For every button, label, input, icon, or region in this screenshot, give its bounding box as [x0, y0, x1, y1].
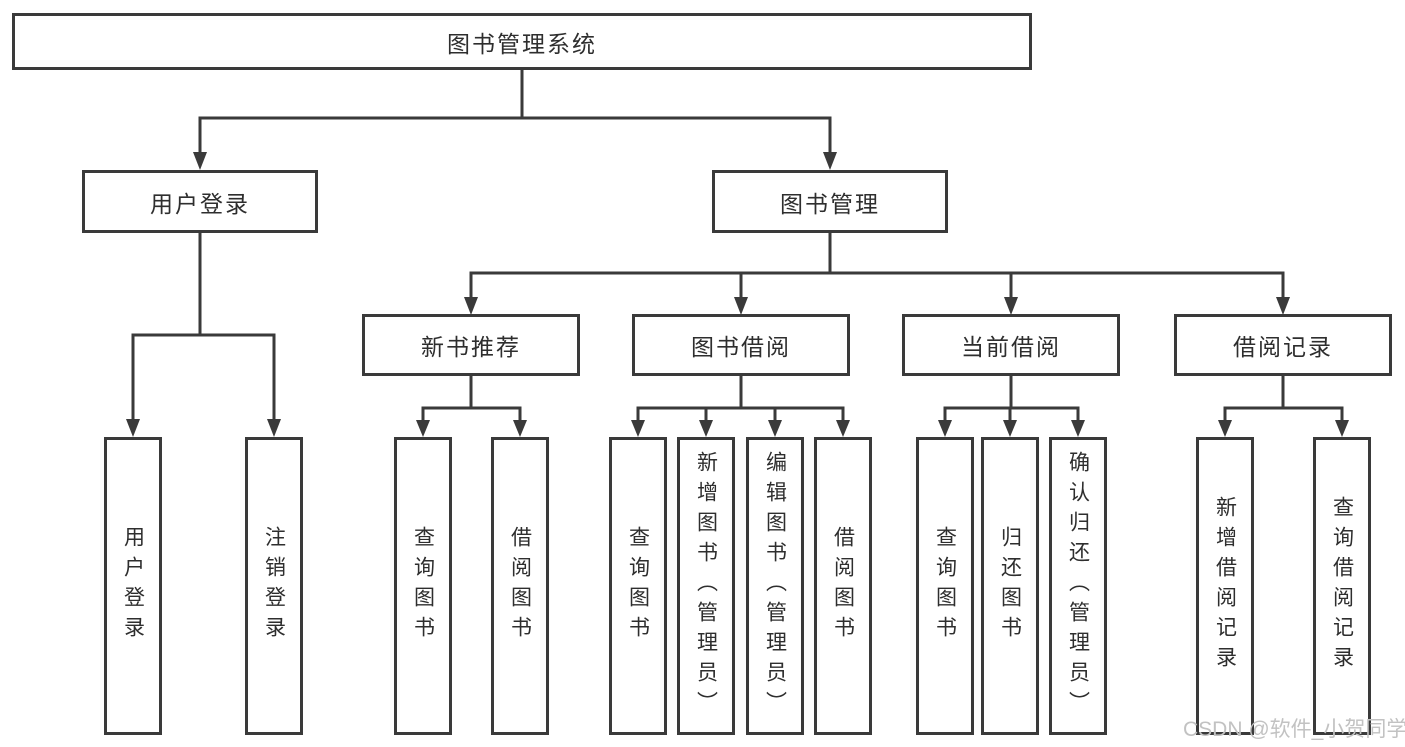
leaf-borrow-books-recommend: 借阅图书 — [491, 437, 549, 735]
arrow-down-icon — [1071, 420, 1085, 437]
arrow-down-icon — [1004, 297, 1018, 315]
leaf-query-books-current: 查询图书 — [916, 437, 974, 735]
leaf-borrow-books-borrowing: 借阅图书 — [814, 437, 872, 735]
node-library-management-system: 图书管理系统 — [12, 13, 1032, 70]
node-label: 图书借阅 — [691, 334, 791, 360]
leaf-query-books-borrowing: 查询图书 — [609, 437, 667, 735]
arrow-down-icon — [1003, 420, 1017, 437]
leaf-label: 确认归还（管理员） — [1066, 451, 1090, 721]
node-label: 借阅记录 — [1233, 334, 1333, 360]
arrow-down-icon — [1276, 297, 1290, 315]
node-label: 用户登录 — [150, 190, 250, 217]
leaf-label: 查询借阅记录 — [1330, 496, 1354, 676]
leaf-label: 借阅图书 — [508, 526, 532, 646]
node-label: 当前借阅 — [961, 334, 1061, 360]
leaf-label: 归还图书 — [998, 526, 1022, 646]
arrow-down-icon — [1335, 420, 1349, 437]
arrow-down-icon — [631, 420, 645, 437]
leaf-logout: 注销登录 — [245, 437, 303, 735]
node-label: 图书管理 — [780, 190, 880, 217]
arrow-down-icon — [768, 420, 782, 437]
leaf-query-borrow-record: 查询借阅记录 — [1313, 437, 1371, 735]
leaf-label: 查询图书 — [626, 526, 650, 646]
leaf-label: 用户登录 — [121, 526, 145, 646]
node-borrowing-records: 借阅记录 — [1174, 314, 1392, 376]
leaf-return-books: 归还图书 — [981, 437, 1039, 735]
arrow-down-icon — [734, 297, 748, 315]
leaf-label: 编辑图书（管理员） — [763, 451, 787, 721]
arrow-down-icon — [1218, 420, 1232, 437]
leaf-label: 新增图书（管理员） — [694, 451, 718, 721]
node-label: 图书管理系统 — [447, 30, 597, 57]
leaf-query-books-recommend: 查询图书 — [394, 437, 452, 735]
arrow-down-icon — [699, 420, 713, 437]
leaf-add-books-admin: 新增图书（管理员） — [677, 437, 735, 735]
leaf-label: 查询图书 — [411, 526, 435, 646]
arrow-down-icon — [464, 297, 478, 315]
node-label: 新书推荐 — [421, 334, 521, 360]
arrow-down-icon — [126, 419, 140, 437]
arrow-down-icon — [938, 420, 952, 437]
arrow-down-icon — [836, 420, 850, 437]
node-new-book-recommendation: 新书推荐 — [362, 314, 580, 376]
leaf-label: 新增借阅记录 — [1213, 496, 1237, 676]
arrow-down-icon — [416, 420, 430, 437]
leaf-confirm-return-admin: 确认归还（管理员） — [1049, 437, 1107, 735]
leaf-user-login: 用户登录 — [104, 437, 162, 735]
node-book-borrowing: 图书借阅 — [632, 314, 850, 376]
arrowheads — [126, 152, 1349, 437]
arrow-down-icon — [823, 152, 837, 170]
node-current-borrowing: 当前借阅 — [902, 314, 1120, 376]
arrow-down-icon — [193, 152, 207, 170]
csdn-watermark: CSDN @软件_小贺同学 — [1183, 718, 1405, 741]
leaf-edit-books-admin: 编辑图书（管理员） — [746, 437, 804, 735]
node-book-management: 图书管理 — [712, 170, 948, 233]
node-user-login: 用户登录 — [82, 170, 318, 233]
leaf-label: 借阅图书 — [831, 526, 855, 646]
arrow-down-icon — [267, 419, 281, 437]
leaf-label: 查询图书 — [933, 526, 957, 646]
arrow-down-icon — [513, 420, 527, 437]
leaf-add-borrow-record: 新增借阅记录 — [1196, 437, 1254, 735]
leaf-label: 注销登录 — [262, 526, 286, 646]
